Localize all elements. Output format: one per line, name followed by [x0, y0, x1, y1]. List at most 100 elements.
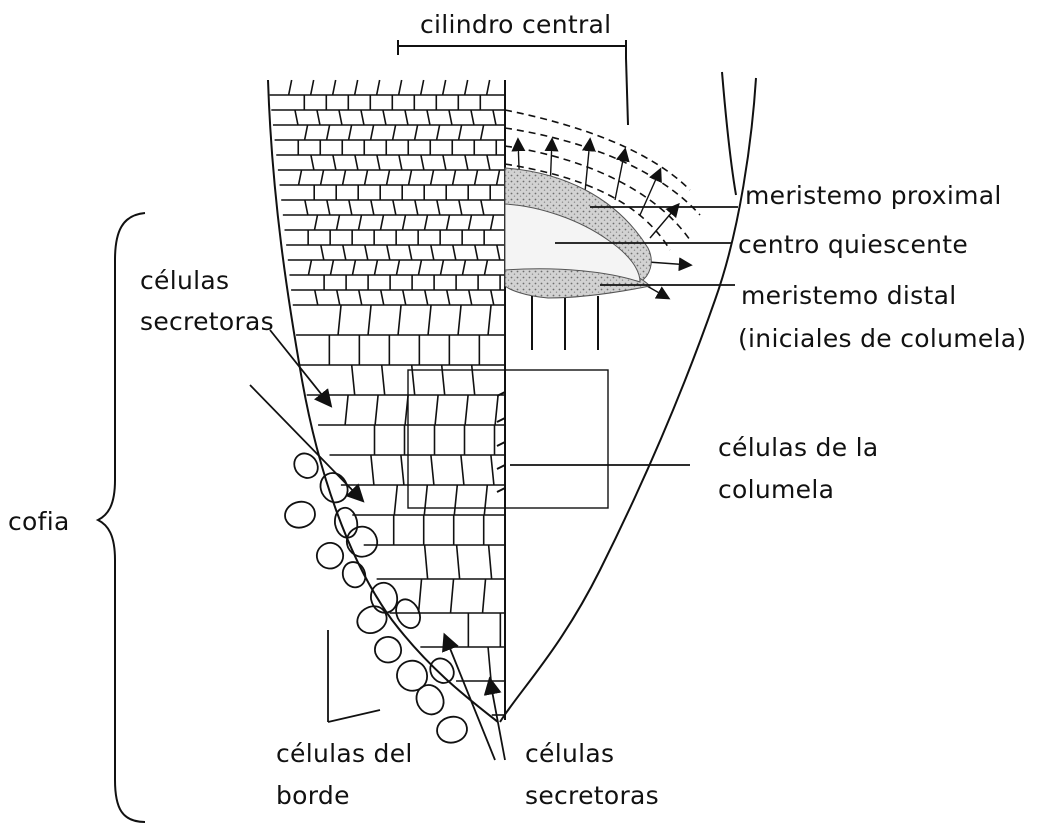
cell-wall	[337, 290, 340, 305]
cell-wall	[431, 170, 434, 185]
cell-wall	[421, 80, 424, 95]
cell-wall	[333, 80, 336, 95]
cell-wall	[375, 395, 378, 425]
cell-wall	[381, 215, 384, 230]
cell-wall	[493, 110, 496, 125]
cell-wall	[371, 200, 374, 215]
cell-wall	[349, 200, 352, 215]
cell-wall	[415, 125, 418, 140]
cell-wall	[484, 260, 487, 275]
cell-wall	[401, 455, 404, 485]
cell-wall	[481, 200, 484, 215]
cell-wall	[381, 290, 384, 305]
border-cell	[282, 499, 317, 531]
cell-wall	[425, 215, 428, 230]
cell-wall	[399, 80, 402, 95]
cell-wall	[489, 545, 492, 579]
cell-wall	[469, 290, 472, 305]
cell-wall	[330, 260, 333, 275]
cell-wall	[387, 245, 390, 260]
cell-wall	[361, 110, 364, 125]
cell-wall	[487, 155, 490, 170]
border-cell	[352, 601, 391, 638]
cell-wall	[462, 260, 465, 275]
cell-wall	[371, 125, 374, 140]
cell-wall	[311, 155, 314, 170]
border-cell	[316, 469, 351, 507]
cell-wall	[405, 110, 408, 125]
label-meristemo-distal: meristemo distal	[741, 280, 956, 311]
cell-wall	[488, 305, 491, 335]
cell-wall	[451, 579, 454, 613]
cell-wall	[409, 245, 412, 260]
border-cell	[372, 634, 404, 665]
cell-wall	[497, 170, 500, 185]
cell-wall	[481, 125, 484, 140]
cell-wall	[487, 80, 490, 95]
cell-wall	[394, 485, 397, 515]
cell-wall	[491, 290, 494, 305]
cell-wall	[371, 455, 374, 485]
cell-wall	[338, 305, 341, 335]
cofia-brace	[98, 213, 145, 822]
cell-wall	[409, 170, 412, 185]
cell-wall	[305, 125, 308, 140]
label-celulas-secretoras-bottom-2: secretoras	[525, 780, 659, 811]
cell-wall	[311, 80, 314, 95]
cell-wall	[383, 110, 386, 125]
cell-wall	[453, 170, 456, 185]
cell-wall	[377, 80, 380, 95]
cell-wall	[454, 485, 457, 515]
cell-wall	[459, 125, 462, 140]
cell-wall	[352, 260, 355, 275]
cell-wall	[459, 200, 462, 215]
cell-wall	[491, 455, 494, 485]
label-celulas-secretoras-top-2: secretoras	[140, 306, 274, 337]
central-cylinder-bracket	[398, 40, 628, 125]
cell-wall	[349, 125, 352, 140]
cell-wall	[396, 260, 399, 275]
cell-wall	[428, 305, 431, 335]
cell-wall	[447, 215, 450, 230]
cell-wall	[453, 245, 456, 260]
cell-wall	[443, 80, 446, 95]
cell-wall	[339, 110, 342, 125]
cell-wall	[321, 245, 324, 260]
cell-wall	[377, 155, 380, 170]
cell-wall	[393, 125, 396, 140]
cell-wall	[421, 155, 424, 170]
cell-wall	[315, 215, 318, 230]
border-cells-bracket	[328, 630, 380, 722]
cell-wall	[465, 155, 468, 170]
cell-wall	[317, 110, 320, 125]
cell-wall	[425, 290, 428, 305]
cell-wall	[457, 545, 460, 579]
cell-wall	[424, 485, 427, 515]
label-celulas-secretoras-bottom-1: células	[525, 738, 614, 769]
border-cell	[312, 538, 347, 573]
cell-wall	[398, 305, 401, 335]
border-cell	[434, 714, 469, 746]
cell-wall	[333, 155, 336, 170]
label-celulas-borde-1: células del	[276, 738, 413, 769]
columella-initial-lines	[532, 296, 598, 350]
cell-wall	[365, 170, 368, 185]
cell-wall	[469, 215, 472, 230]
cell-wall	[483, 579, 486, 613]
cell-wall	[321, 170, 324, 185]
label-celulas-columela-1: células de la	[718, 432, 879, 463]
cell-wall	[471, 110, 474, 125]
cell-wall	[447, 290, 450, 305]
label-celulas-secretoras-top-1: células	[140, 265, 229, 296]
cell-wall	[355, 80, 358, 95]
cell-wall	[475, 245, 478, 260]
cell-wall	[431, 245, 434, 260]
cell-wall	[345, 395, 348, 425]
cell-wall	[399, 155, 402, 170]
cell-wall	[443, 155, 446, 170]
cell-wall	[352, 365, 355, 395]
cell-wall	[368, 305, 371, 335]
label-celulas-columela-2: columela	[718, 474, 834, 505]
cell-wall	[437, 125, 440, 140]
